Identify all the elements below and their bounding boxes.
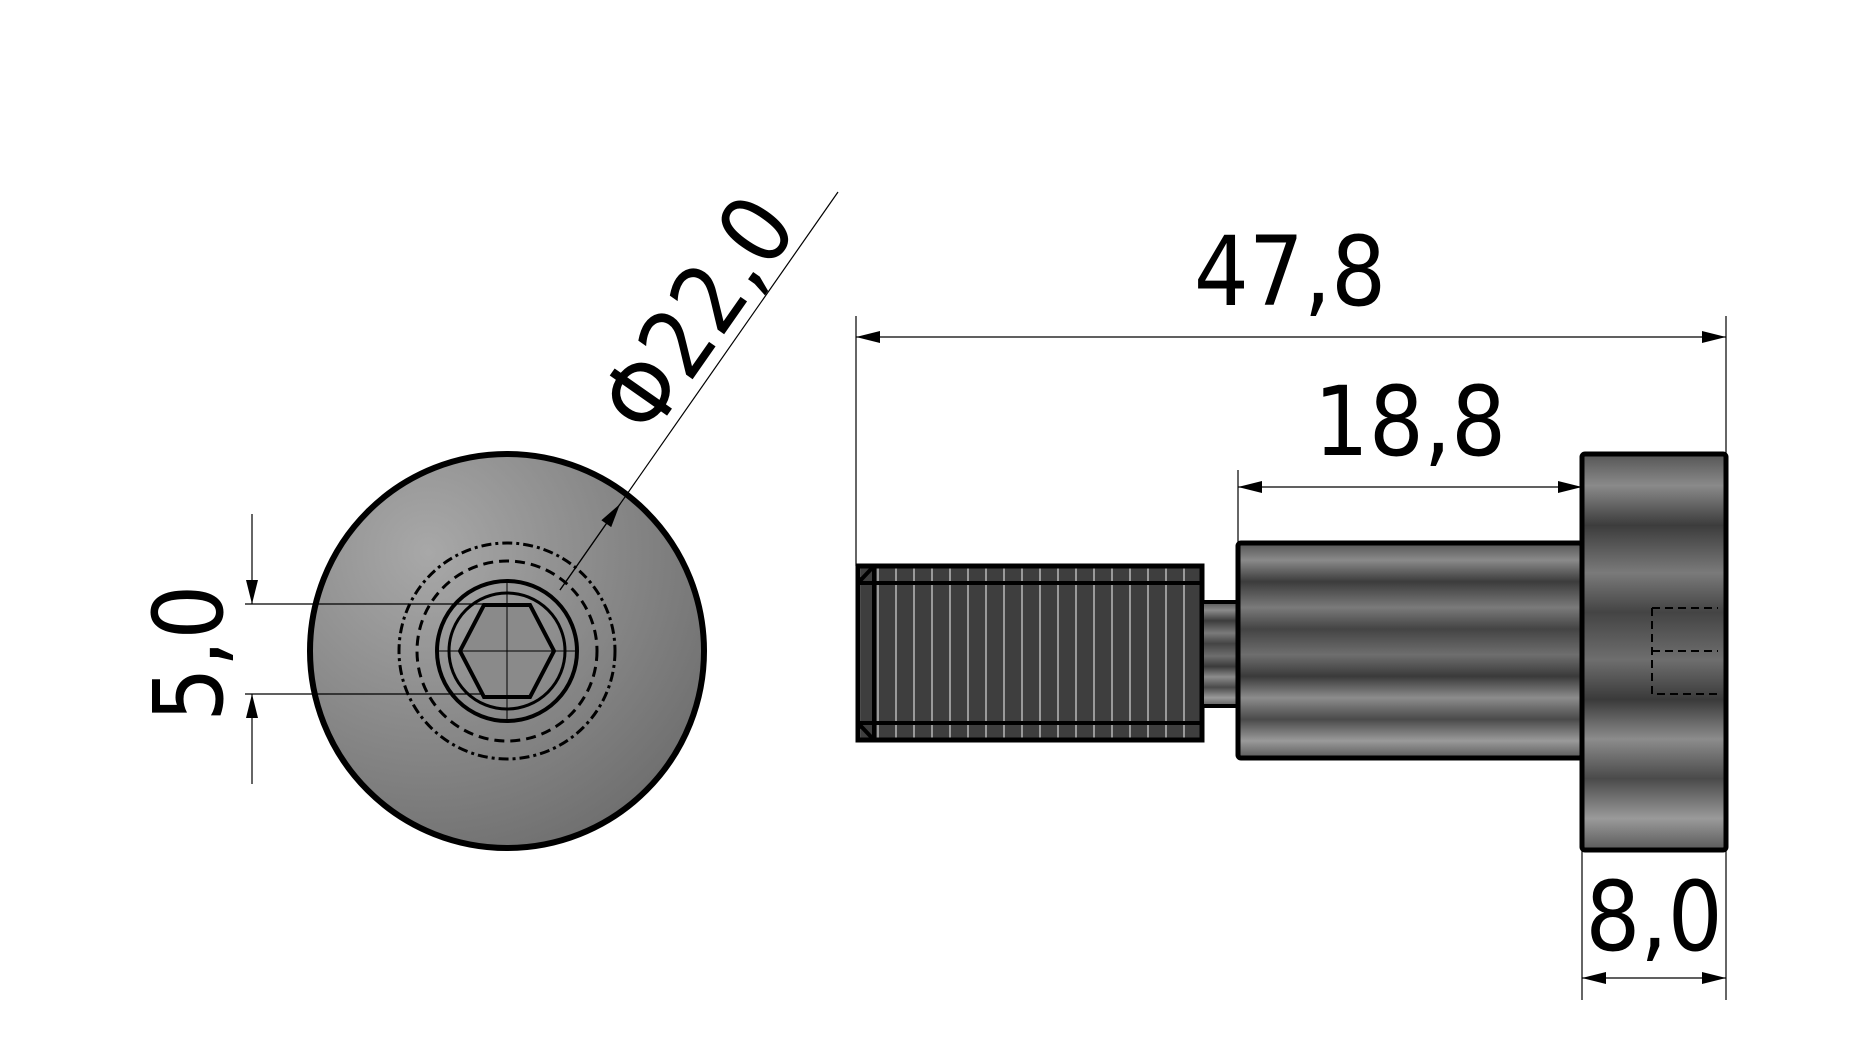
thread-hidden-mid [415, 559, 599, 743]
dim-shoulder-length-label: 18,8 [1314, 366, 1506, 478]
dim-head-diameter-label: Φ22,0 [577, 176, 818, 453]
threaded-section [855, 563, 1205, 743]
side-view: 47,8 18,8 8,0 [855, 216, 1729, 1000]
dimension-shoulder-length: 18,8 [1237, 366, 1582, 543]
thread-hidden-outer [397, 541, 617, 761]
shoulder [1235, 540, 1585, 761]
dim-hex-socket-label: 5,0 [133, 585, 245, 722]
neck [1200, 600, 1240, 708]
end-view: 5,0 Φ22,0 [133, 176, 839, 851]
dim-head-thickness-label: 8,0 [1585, 861, 1722, 973]
dim-overall-length-label: 47,8 [1194, 216, 1386, 328]
dimension-hex-socket: 5,0 [133, 514, 484, 784]
thread-chamfer [856, 564, 1202, 742]
hex-socket-hidden [1651, 607, 1718, 695]
dimension-overall-length: 47,8 [855, 216, 1727, 566]
dimension-head-thickness: 8,0 [1581, 850, 1727, 1000]
